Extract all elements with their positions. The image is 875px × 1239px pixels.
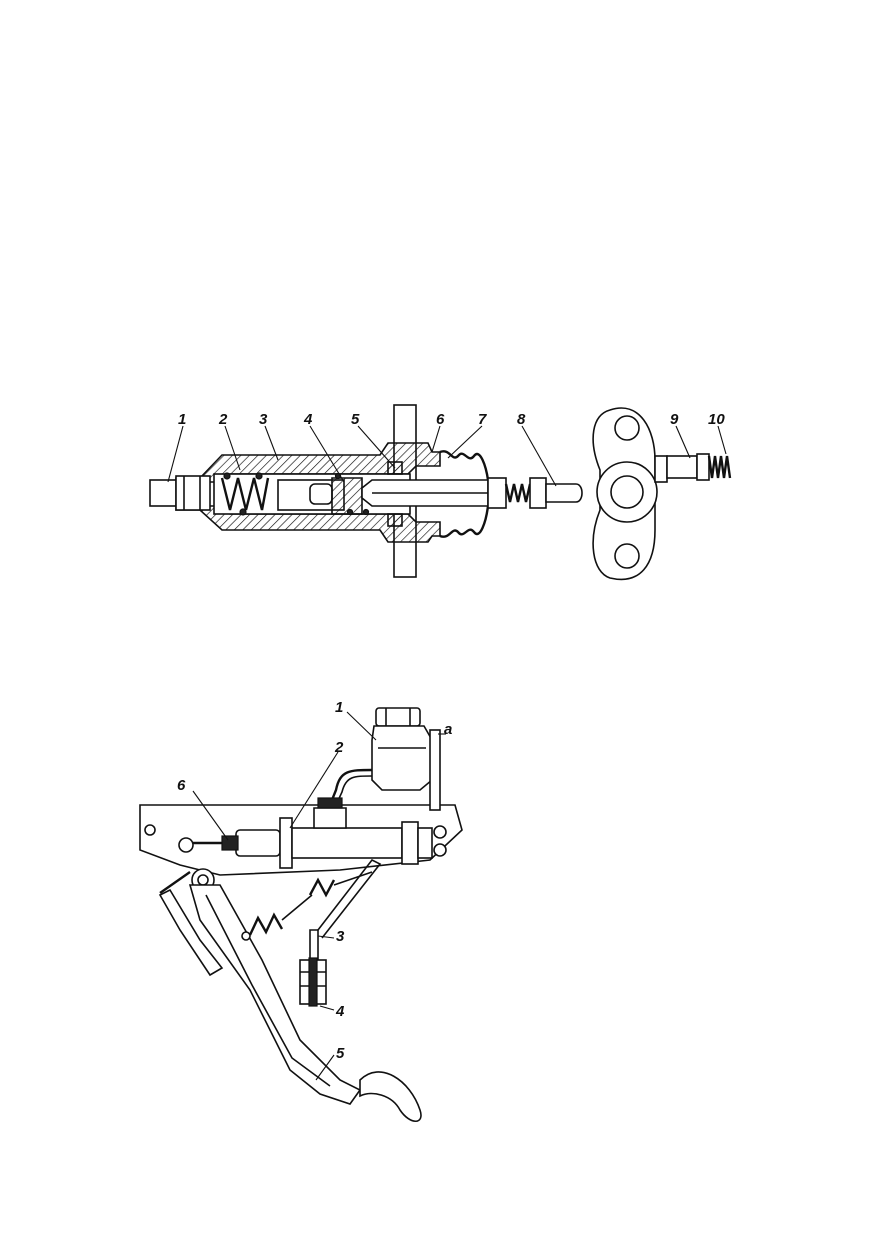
master-cylinder-front-nut — [401, 821, 419, 865]
callout-top-4: 4 — [303, 411, 313, 428]
stop-bracket-rod — [309, 929, 319, 961]
master-cylinder-flange — [279, 817, 293, 869]
reservoir-inlet-boss — [313, 807, 347, 829]
reservoir-cap — [375, 707, 421, 727]
callout-top-5: 5 — [351, 411, 360, 428]
rod-thread — [504, 483, 532, 503]
callout-bottom-1: 1 — [335, 699, 343, 716]
callout-bottom-4: 4 — [335, 1003, 345, 1020]
callout-bottom-5: 5 — [336, 1045, 345, 1062]
callout-top-8: 8 — [517, 411, 526, 428]
return-spring — [220, 477, 270, 511]
flange-hole-upper — [614, 415, 640, 441]
inlet-fitting-hex — [175, 475, 211, 511]
pedal-spring-upper — [308, 877, 336, 898]
pivot-bolt — [159, 871, 191, 894]
rod-tip — [545, 483, 583, 503]
bottom-leader-lines — [192, 711, 446, 1081]
master-cylinder-rear — [235, 829, 281, 857]
port-fitting-9 — [666, 455, 698, 479]
seal-lower — [387, 513, 403, 527]
piston-valve — [309, 483, 333, 505]
inlet-fitting — [317, 797, 343, 809]
callout-bottom-a: a — [444, 721, 452, 738]
flange-bore — [610, 475, 644, 509]
callout-top-7: 7 — [478, 411, 487, 428]
fluid-reservoir — [371, 725, 433, 791]
upper-pivot — [178, 837, 194, 853]
side-port — [654, 455, 668, 483]
top-leader-lines — [167, 425, 727, 487]
master-cylinder-body — [291, 827, 403, 859]
pedal-lever — [188, 884, 362, 1105]
callout-bottom-2: 2 — [334, 739, 344, 756]
rod-hex-nut — [487, 477, 507, 509]
stop-bracket-arm — [317, 858, 382, 939]
callout-bottom-3: 3 — [336, 928, 345, 945]
callout-top-6: 6 — [436, 411, 445, 428]
bleeder-cap-10 — [707, 455, 732, 479]
callout-bottom-6: 6 — [177, 777, 186, 794]
pushrod-clevis — [221, 835, 239, 851]
reservoir-bracket — [429, 729, 441, 811]
callout-top-3: 3 — [259, 411, 268, 428]
inlet-fitting-nut — [149, 479, 177, 507]
callout-top-10: 10 — [708, 411, 725, 428]
callout-top-2: 2 — [218, 411, 228, 428]
protective-boot — [439, 450, 490, 538]
callout-top-9: 9 — [670, 411, 679, 428]
lower-bracket-plate — [158, 888, 224, 977]
callout-top-1: 1 — [178, 411, 186, 428]
rod-lock-nut — [529, 477, 547, 509]
master-cylinder-cap — [417, 827, 433, 859]
flange-hole-lower — [614, 543, 640, 569]
feed-hose — [328, 768, 373, 806]
pedal-spring-lower — [248, 912, 284, 936]
pedal-assembly-figure: 1 2 3 4 5 6 a — [139, 699, 463, 1123]
master-cylinder-section-figure: 1 2 3 4 5 6 7 8 9 10 — [149, 404, 732, 581]
port-nut — [696, 453, 710, 481]
piston-cup — [331, 477, 363, 515]
pedal-pad — [359, 1071, 422, 1123]
